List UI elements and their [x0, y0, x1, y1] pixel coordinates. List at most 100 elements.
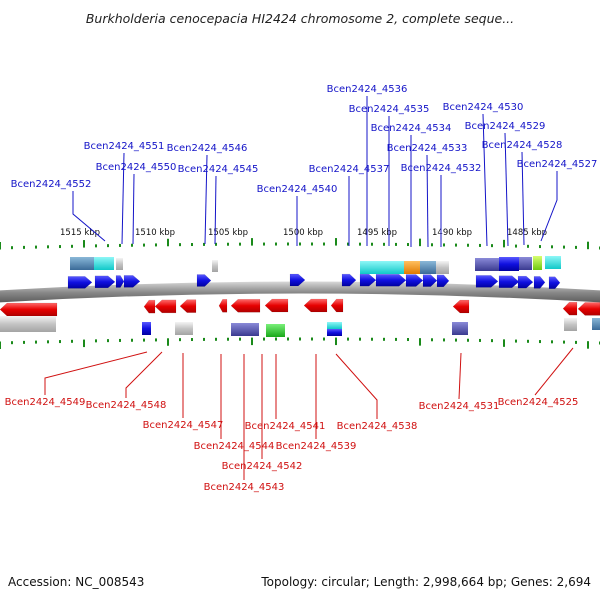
feature-block[interactable]	[327, 329, 342, 336]
forward-gene-arrow[interactable]	[475, 275, 499, 288]
feature-block[interactable]	[70, 257, 96, 270]
gene-label[interactable]: Bcen2424_4527	[517, 159, 598, 170]
forward-gene-arrow[interactable]	[94, 275, 116, 289]
reverse-gene-arrow[interactable]	[0, 302, 58, 317]
reverse-gene-arrow[interactable]	[218, 299, 228, 313]
callout-line	[72, 191, 106, 242]
feature-block[interactable]	[499, 257, 519, 271]
feature-block[interactable]	[231, 323, 259, 336]
reverse-gene-arrow[interactable]	[577, 302, 600, 316]
feature-block[interactable]	[519, 257, 532, 270]
forward-gene-arrow[interactable]	[498, 275, 520, 289]
forward-gene-arrow[interactable]	[548, 276, 561, 290]
gene-label[interactable]: Bcen2424_4531	[419, 401, 500, 412]
feature-block[interactable]	[475, 258, 499, 271]
feature-block[interactable]	[360, 261, 404, 274]
reverse-gene-arrow[interactable]	[264, 298, 289, 313]
callout-line	[521, 151, 525, 246]
gene-label[interactable]: Bcen2424_4535	[349, 104, 430, 115]
kbp-label: 1500 kbp	[283, 228, 323, 238]
feature-block[interactable]	[142, 322, 151, 335]
topology-text: Topology: circular; Length: 2,998,664 bp…	[260, 575, 591, 589]
forward-gene-arrow[interactable]	[422, 274, 438, 287]
reverse-gene-arrow[interactable]	[179, 299, 197, 313]
gene-label[interactable]: Bcen2424_4534	[371, 123, 452, 134]
gene-label[interactable]: Bcen2424_4547	[143, 420, 224, 431]
map-title: Burkholderia cenocepacia HI2424 chromoso…	[86, 11, 514, 26]
forward-gene-arrow[interactable]	[115, 275, 125, 288]
feature-block[interactable]	[266, 324, 285, 337]
callout-line	[204, 154, 208, 245]
reverse-gene-arrow[interactable]	[143, 299, 156, 314]
feature-block[interactable]	[212, 260, 218, 272]
feature-block[interactable]	[533, 256, 542, 270]
callout-line	[121, 152, 125, 245]
feature-block[interactable]	[564, 318, 577, 331]
feature-block[interactable]	[175, 322, 193, 335]
forward-gene-arrow[interactable]	[533, 276, 546, 289]
gene-label[interactable]: Bcen2424_4538	[337, 421, 418, 432]
gene-label[interactable]: Bcen2424_4525	[498, 397, 579, 408]
gene-label[interactable]: Bcen2424_4528	[482, 140, 563, 151]
reverse-gene-arrow[interactable]	[230, 298, 261, 313]
gene-label[interactable]: Bcen2424_4541	[245, 421, 326, 432]
gene-label[interactable]: Bcen2424_4529	[465, 121, 546, 132]
gene-label[interactable]: Bcen2424_4532	[401, 163, 482, 174]
forward-gene-arrow[interactable]	[359, 273, 377, 287]
reverse-gene-arrow[interactable]	[452, 299, 470, 314]
forward-gene-arrow[interactable]	[341, 273, 357, 287]
reverse-gene-arrow[interactable]	[562, 301, 578, 316]
feature-block[interactable]	[94, 257, 114, 270]
gene-label[interactable]: Bcen2424_4530	[443, 102, 524, 113]
reverse-gene-arrow[interactable]	[330, 298, 344, 313]
gene-label[interactable]: Bcen2424_4548	[86, 400, 167, 411]
gene-label[interactable]: Bcen2424_4536	[327, 84, 408, 95]
forward-gene-arrow[interactable]	[123, 275, 141, 288]
gene-label[interactable]: Bcen2424_4550	[96, 162, 177, 173]
reverse-gene-arrow[interactable]	[303, 298, 328, 313]
feature-block[interactable]	[592, 318, 600, 330]
kbp-label: 1490 kbp	[432, 228, 472, 238]
gene-label[interactable]: Bcen2424_4546	[167, 143, 248, 154]
kbp-label: 1505 kbp	[208, 228, 248, 238]
callout-line	[214, 175, 217, 245]
callout-line	[44, 351, 148, 395]
reverse-gene-arrow[interactable]	[154, 299, 177, 314]
gene-label[interactable]: Bcen2424_4539	[276, 441, 357, 452]
forward-gene-arrow[interactable]	[405, 274, 424, 287]
gene-label[interactable]: Bcen2424_4540	[257, 184, 338, 195]
gene-label[interactable]: Bcen2424_4552	[11, 179, 92, 190]
feature-block[interactable]	[0, 316, 56, 332]
kbp-label: 1515 kbp	[60, 228, 100, 238]
gene-label[interactable]: Bcen2424_4542	[222, 461, 303, 472]
feature-block[interactable]	[545, 256, 561, 269]
gene-label[interactable]: Bcen2424_4551	[84, 141, 165, 152]
forward-gene-arrow[interactable]	[436, 274, 450, 288]
tick-row-bottom	[0, 337, 600, 349]
callout-line	[458, 352, 462, 400]
feature-block[interactable]	[452, 322, 468, 335]
feature-block[interactable]	[420, 261, 436, 274]
forward-gene-arrow[interactable]	[517, 275, 534, 289]
callout-line	[482, 113, 488, 247]
gene-label[interactable]: Bcen2424_4537	[309, 164, 390, 175]
gene-label[interactable]: Bcen2424_4543	[204, 482, 285, 493]
feature-block[interactable]	[404, 261, 420, 274]
feature-block[interactable]	[116, 258, 123, 270]
reverse-gene-track	[0, 298, 600, 317]
forward-gene-arrow[interactable]	[289, 273, 306, 287]
gene-label[interactable]: Bcen2424_4549	[5, 397, 86, 408]
forward-gene-arrow[interactable]	[196, 274, 212, 287]
forward-gene-arrow[interactable]	[375, 274, 407, 287]
forward-gene-arrow[interactable]	[67, 276, 93, 289]
feature-block[interactable]	[327, 322, 342, 329]
callout-line	[504, 132, 509, 247]
feature-block[interactable]	[436, 261, 449, 274]
gene-label[interactable]: Bcen2424_4544	[194, 441, 275, 452]
callout-line	[125, 351, 163, 398]
callout-line	[132, 173, 135, 245]
gene-label[interactable]: Bcen2424_4533	[387, 143, 468, 154]
gene-label[interactable]: Bcen2424_4545	[178, 164, 259, 175]
